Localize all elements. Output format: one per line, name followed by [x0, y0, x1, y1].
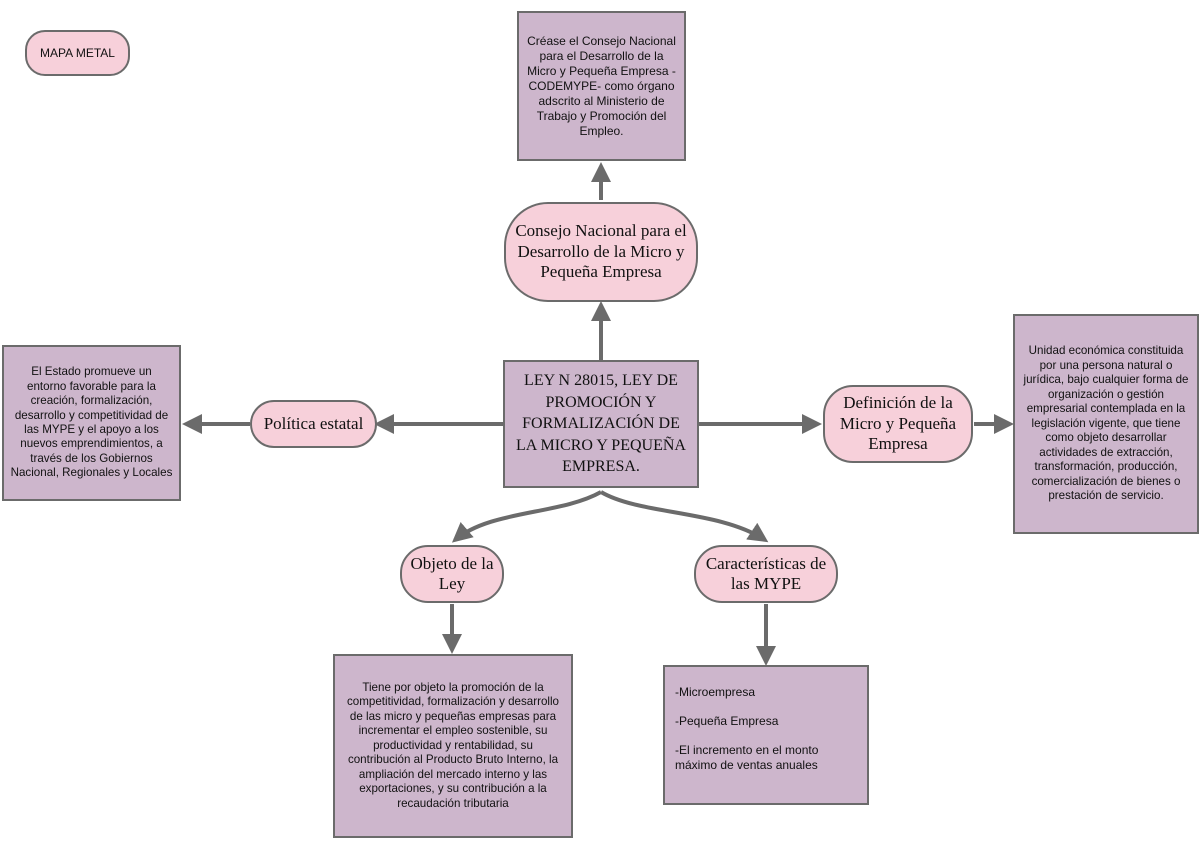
- politica-detail-text: El Estado promueve un entorno favorable …: [10, 365, 173, 480]
- objeto-detail-text: Tiene por objeto la promoción de la comp…: [347, 680, 559, 810]
- definicion-detail-text: Unidad económica constituida por una per…: [1023, 344, 1189, 503]
- caracteristicas-node: Características de las MYPE: [694, 545, 838, 603]
- definicion-node-label: Definición de la Micro y Pequeña Empresa: [839, 393, 957, 454]
- objeto-node: Objeto de la Ley: [400, 545, 504, 603]
- mapa-metal-tag: MAPA METAL: [25, 30, 130, 76]
- politica-node-label: Política estatal: [263, 413, 364, 433]
- consejo-node: Consejo Nacional para el Desarrollo de l…: [504, 202, 698, 302]
- objeto-node-label: Objeto de la Ley: [410, 553, 494, 593]
- definicion-detail-box: Unidad económica constituida por una per…: [1013, 314, 1199, 534]
- definicion-node: Definición de la Micro y Pequeña Empresa: [823, 385, 973, 463]
- consejo-detail-text: Créase el Consejo Nacional para el Desar…: [527, 33, 676, 138]
- caracteristicas-list-box: -Microempresa -Pequeña Empresa -El incre…: [663, 665, 869, 805]
- consejo-node-label: Consejo Nacional para el Desarrollo de l…: [515, 221, 687, 282]
- politica-node: Política estatal: [250, 400, 377, 448]
- consejo-detail-box: Créase el Consejo Nacional para el Desar…: [517, 11, 686, 161]
- mapa-metal-label: MAPA METAL: [40, 46, 115, 60]
- caracteristicas-list: -Microempresa -Pequeña Empresa -El incre…: [675, 685, 857, 773]
- list-item: -El incremento en el monto máximo de ven…: [675, 743, 819, 772]
- arrow-central-to-caracteristicas: [599, 490, 769, 543]
- central-topic-label: LEY N 28015, LEY DE PROMOCIÓN Y FORMALIZ…: [516, 372, 686, 476]
- list-item: -Microempresa: [675, 685, 756, 699]
- caracteristicas-node-label: Características de las MYPE: [705, 553, 827, 593]
- arrow-central-to-objeto: [451, 490, 602, 543]
- objeto-detail-box: Tiene por objeto la promoción de la comp…: [333, 654, 573, 838]
- list-item: -Pequeña Empresa: [675, 714, 779, 728]
- central-topic-box: LEY N 28015, LEY DE PROMOCIÓN Y FORMALIZ…: [503, 360, 699, 488]
- politica-detail-box: El Estado promueve un entorno favorable …: [2, 345, 181, 501]
